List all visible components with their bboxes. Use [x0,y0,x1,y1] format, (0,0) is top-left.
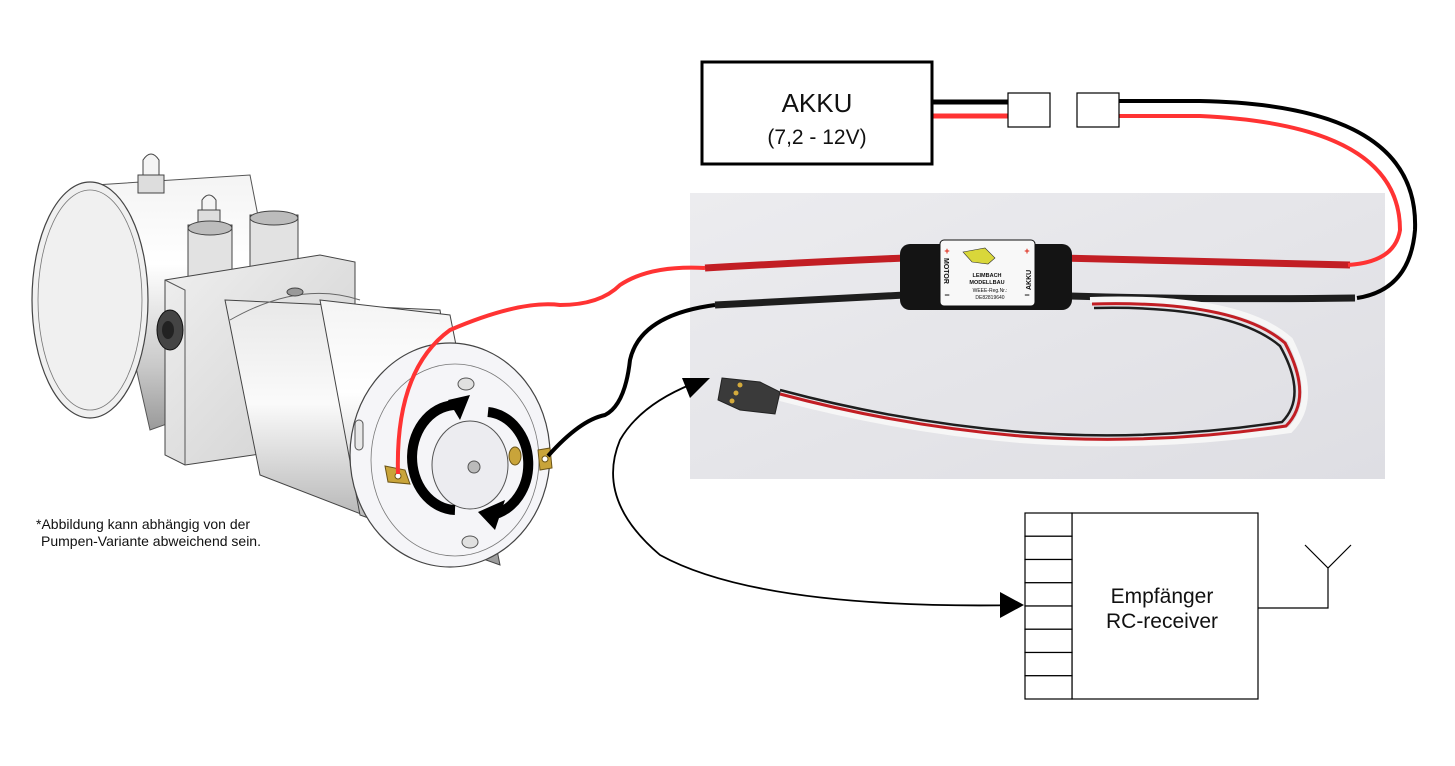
footnote-line2: Pumpen-Variante abweichend sein. [41,533,261,549]
receiver-channel-slot [1024,512,1073,537]
receiver-label-de: Empfänger [1111,585,1214,608]
controller-negative-lead [1119,99,1418,300]
rotation-direction-arrows-icon [407,395,534,530]
brand-line1: LEIMBACH [972,273,1001,279]
akku-plus: + [1024,246,1029,256]
weee-line2: DE82819640 [975,295,1004,301]
hydraulic-pump-illustration [31,153,553,568]
receiver-label-en: RC-receiver [1106,610,1218,633]
diagram-wires [395,99,1418,607]
signal-connection-arrow [612,383,1023,607]
pump-motor [224,287,553,568]
footnote-line1: *Abbildung kann abhängig von der [36,516,251,532]
akku-minus: − [1024,290,1029,300]
motor-controller: LEIMBACH MODELLBAU WEEE-Reg.Nr.: DE82819… [900,239,1072,310]
controller-connector-male [1076,92,1120,128]
motor-negative-wire [546,303,716,458]
battery-voltage: (7,2 - 12V) [767,126,866,149]
receiver-channel-slot [1024,651,1073,677]
battery-connector-female [1007,92,1051,128]
arrowhead-to-receiver-icon [1000,592,1024,618]
excavator-logo-icon [962,247,996,265]
akku-side-label: AKKU [1026,270,1033,290]
receiver-channel-slot [1024,535,1073,561]
receiver-channel-slots [1024,512,1073,700]
receiver-channel-slot [1024,628,1073,654]
weee-line1: WEEE-Reg.Nr.: [973,288,1008,294]
motor-side-label: MOTOR [942,258,949,284]
battery-box: AKKU (7,2 - 12V) [700,60,934,166]
motor-plus: + [944,246,949,256]
receiver-channel-slot [1024,605,1073,630]
rc-receiver: Empfänger RC-receiver [1024,512,1352,700]
servo-plug [717,377,781,415]
controller-positive-lead [1119,114,1403,267]
pump-fittings [137,153,299,281]
receiver-channel-slot [1024,558,1073,584]
motor-positive-wire [395,265,706,475]
receiver-channel-slot [1024,582,1073,607]
controller-photo: LEIMBACH MODELLBAU WEEE-Reg.Nr.: DE82819… [690,193,1385,479]
battery-title: AKKU [782,88,853,118]
footnote: *Abbildung kann abhängig von der Pumpen-… [36,516,261,550]
brand-line2: MODELLBAU [969,280,1004,286]
motor-minus: − [944,290,949,300]
antenna-icon [1258,544,1352,609]
arrowhead-to-plug-icon [682,378,710,398]
receiver-channel-slot [1024,675,1073,700]
